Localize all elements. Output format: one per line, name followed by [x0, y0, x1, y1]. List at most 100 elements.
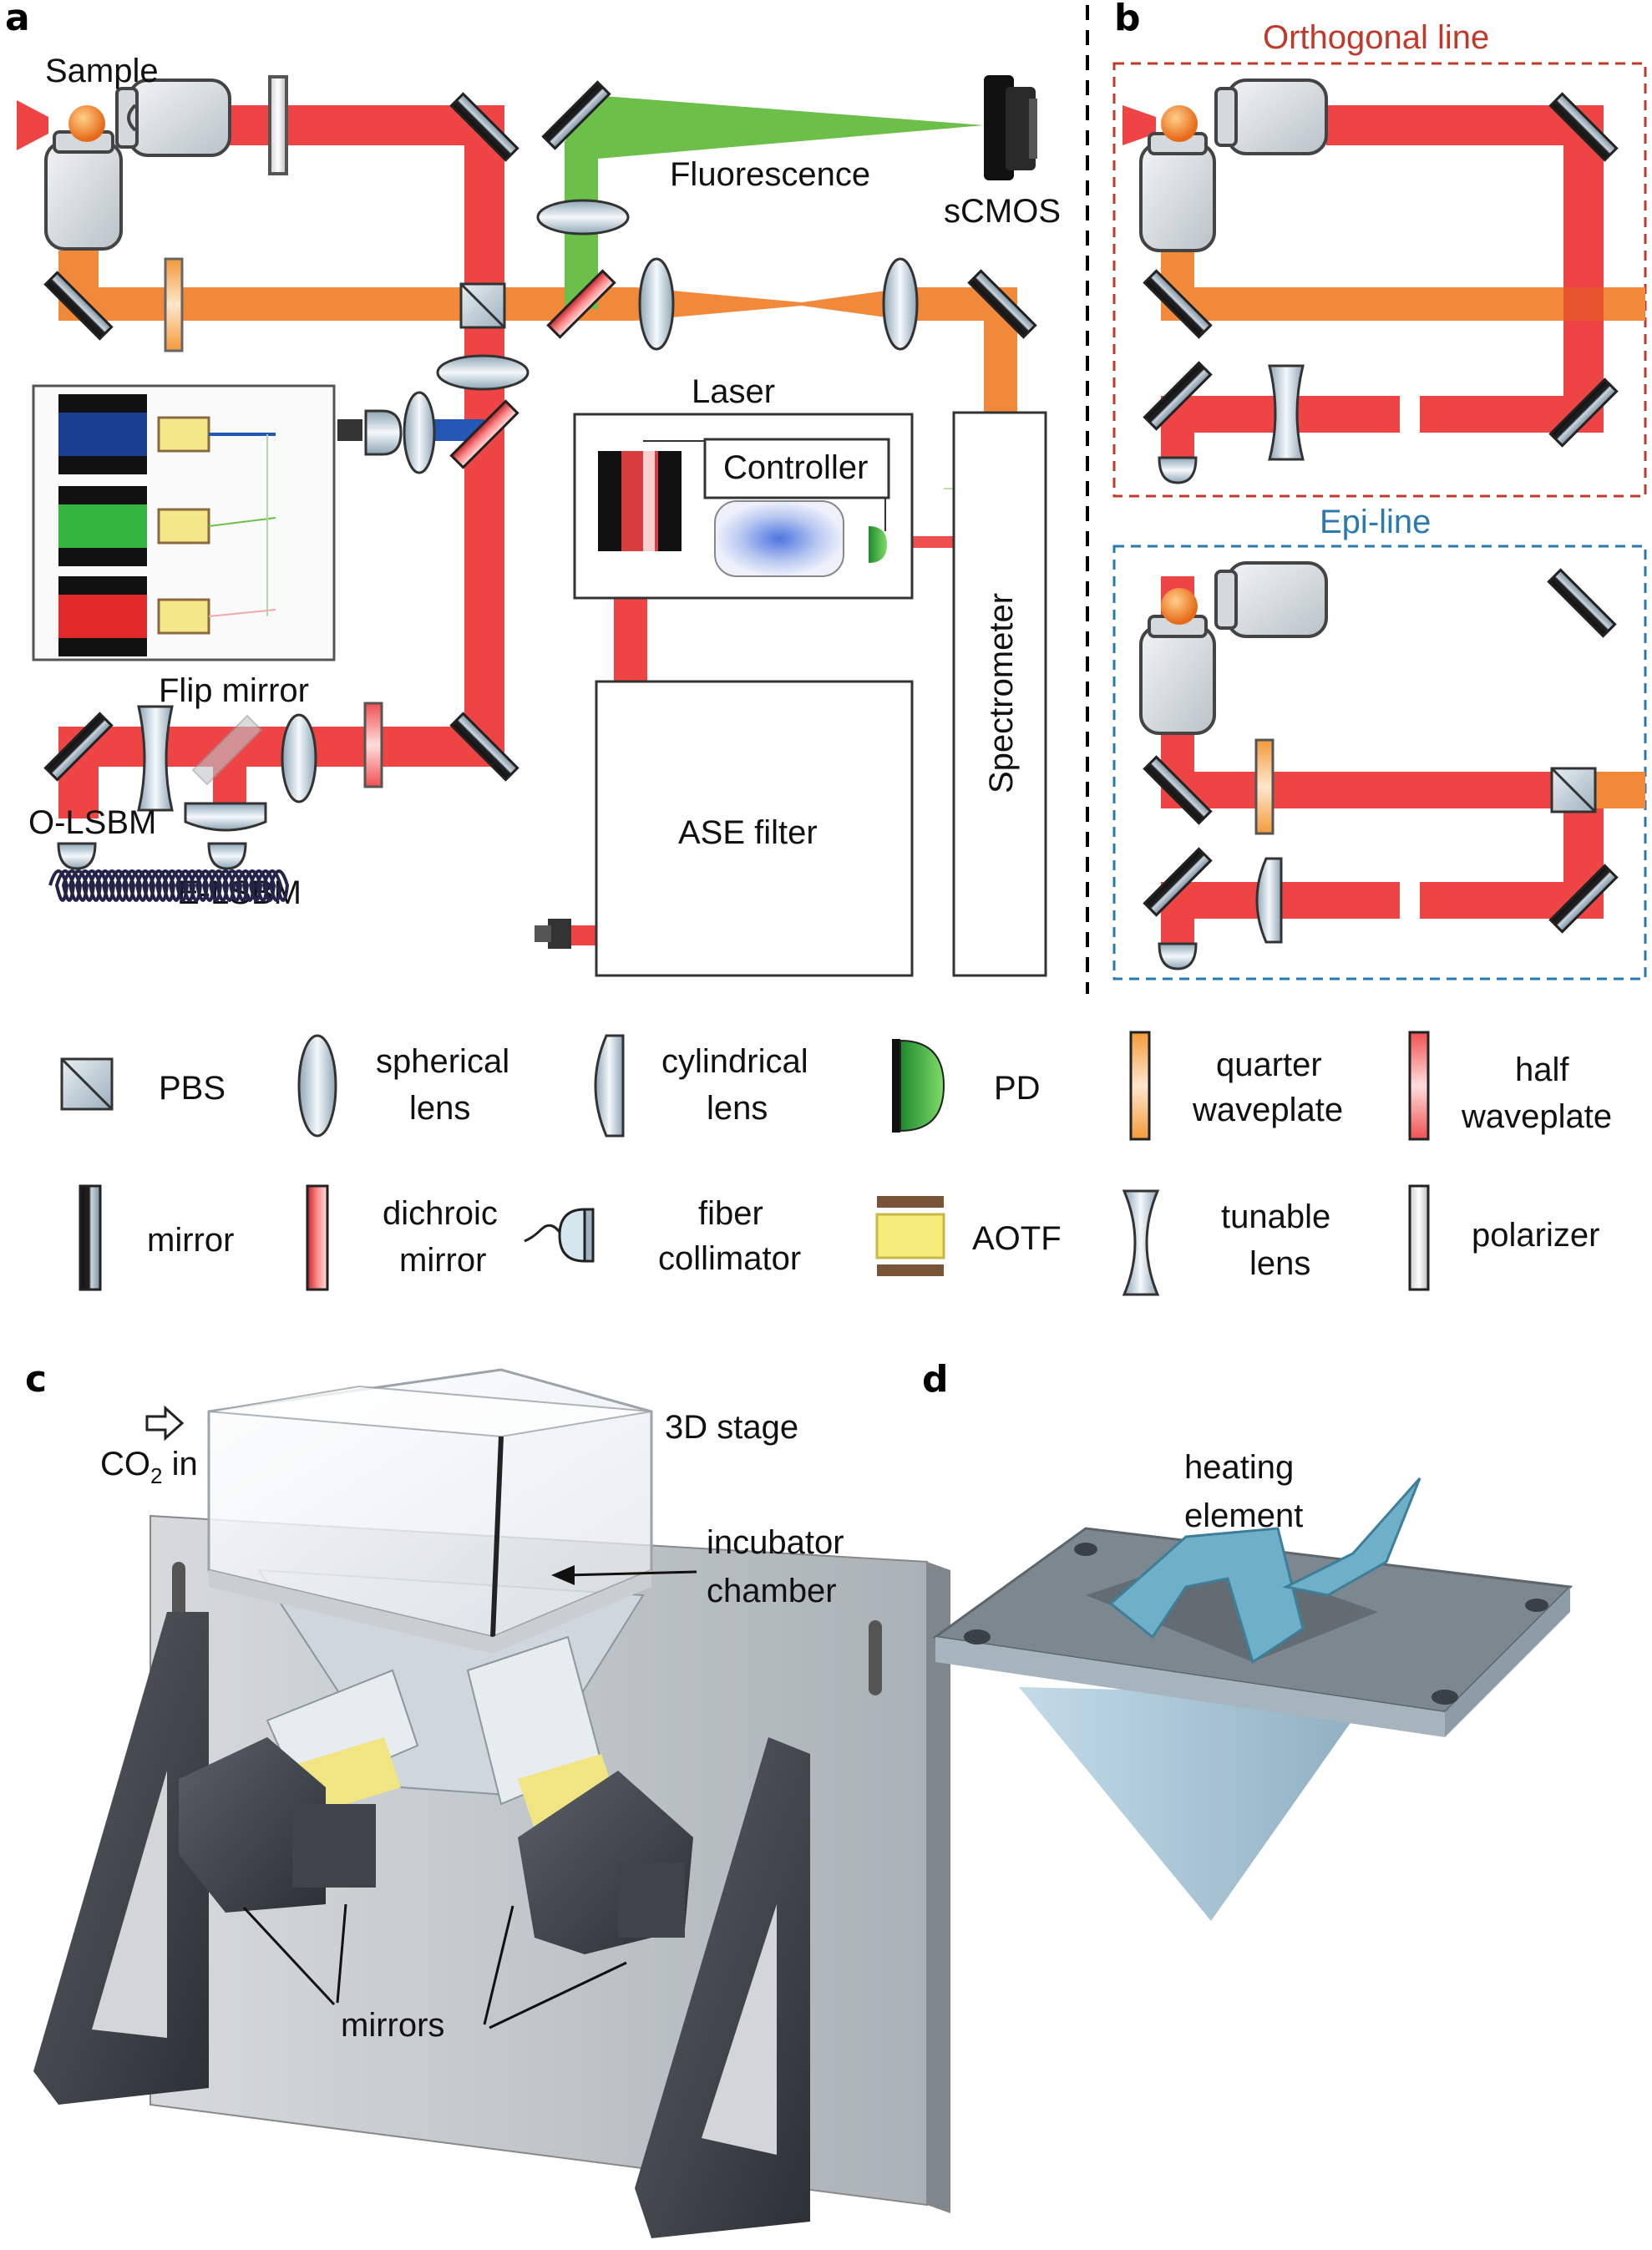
epi-line-box	[1112, 545, 1647, 981]
legend-polarizer-label: polarizer	[1472, 1217, 1599, 1254]
pd-icon	[892, 1039, 945, 1133]
legend-dichroic-1: dichroic	[383, 1195, 498, 1232]
spherical-lenses-b	[281, 257, 919, 803]
orthogonal-line-box	[1112, 62, 1647, 498]
controller-label: Controller	[723, 449, 868, 486]
laser-label: Laser	[692, 373, 775, 410]
sample-beam-focus	[17, 100, 48, 150]
legend-cylindrical-2: lens	[707, 1090, 768, 1127]
gain-medium-icon	[714, 500, 844, 577]
sample-label: Sample	[45, 53, 159, 89]
mirror-block-left	[179, 1737, 326, 1913]
legend-quarter-1: quarter	[1216, 1046, 1322, 1083]
legend-tunable-1: tunable	[1221, 1198, 1330, 1235]
legend-spherical-1: spherical	[376, 1043, 509, 1080]
incubator-label-2: chamber	[707, 1573, 837, 1609]
fiber-collimator-icon	[524, 1208, 595, 1263]
legend-fiber-2: collimator	[658, 1240, 801, 1277]
panel-c: c CO2	[25, 1358, 950, 2238]
half-waveplate-icon-a	[363, 702, 383, 788]
legend-spherical-2: lens	[409, 1090, 470, 1127]
heater-mount-holes	[964, 1543, 1548, 1705]
half-waveplate-icon	[1408, 1031, 1430, 1141]
stage-label: 3D stage	[665, 1409, 798, 1446]
dichroic-mirror-icon	[306, 1184, 329, 1291]
epi-pbs-cube	[1550, 767, 1597, 813]
spectrometer-label: Spectrometer	[983, 593, 1020, 793]
spherical-lenses-a	[436, 199, 630, 391]
spectrometer-box	[952, 411, 1047, 977]
panel-label-b: b	[1114, 0, 1141, 39]
laser-module-box	[32, 384, 336, 661]
panel-label-a: a	[5, 0, 30, 39]
spherical-lens-icon	[297, 1034, 337, 1138]
epi-red-beams	[1161, 576, 1604, 949]
flip-mirror-label: Flip mirror	[159, 672, 309, 709]
polarizer-icon	[268, 75, 288, 175]
ase-filter-label: ASE filter	[678, 814, 818, 851]
pbs-cube-a	[459, 282, 506, 329]
orthogonal-line-title: Orthogonal line	[1263, 19, 1489, 56]
orthogonal-collimator-icon	[1158, 456, 1198, 484]
panel-d: d heating element	[922, 1358, 1573, 1921]
panel-a: a	[5, 0, 1061, 977]
epi-quarter-waveplate-icon	[1254, 738, 1274, 835]
mirrors-label: mirrors	[341, 2007, 444, 2044]
epi-orange-beam	[1590, 772, 1645, 808]
incubator-label-1: incubator	[707, 1524, 844, 1561]
fiber-coil	[48, 869, 290, 902]
sample-objective-bottom	[44, 130, 123, 251]
epi-mirrors	[1143, 568, 1619, 934]
legend-aotf-label: AOTF	[972, 1220, 1062, 1257]
incubator-pointer	[565, 1570, 697, 1577]
orthogonal-objectives	[1139, 79, 1328, 252]
heating-element-icon	[1108, 1477, 1421, 1665]
legend: PBS spherical lens cylindrical lens PD q…	[60, 1031, 1612, 1296]
incubator-chamber	[207, 1368, 653, 1654]
quarter-waveplate-icon	[164, 257, 184, 352]
epi-objectives	[1139, 561, 1328, 735]
e-lsbm-collimator-icon	[207, 842, 247, 870]
epi-cylindrical-lens-icon	[1255, 857, 1283, 944]
legend-half-2: waveplate	[1461, 1098, 1612, 1135]
fiber-connector-icon	[548, 919, 571, 949]
ase-filter-box	[595, 680, 914, 977]
controller-box	[703, 438, 890, 499]
tunable-lens-icon	[1122, 1189, 1160, 1296]
legend-fiber-1: fiber	[698, 1195, 763, 1232]
co2-arrow-icon	[145, 1405, 185, 1442]
panel-label-d: d	[922, 1358, 949, 1401]
pd-icon-a	[869, 526, 887, 563]
epi-line-title: Epi-line	[1320, 504, 1431, 540]
pbs-icon	[60, 1057, 114, 1111]
aotf-icon	[875, 1196, 945, 1276]
cylindrical-lens-icon	[594, 1034, 625, 1138]
orthogonal-tunable-lens-icon	[1268, 364, 1305, 461]
heater-cone	[1019, 1687, 1370, 1921]
legend-cylindrical-1: cylindrical	[661, 1043, 808, 1080]
heating-label-2: element	[1184, 1497, 1303, 1534]
flip-mirror-icon	[191, 714, 263, 786]
legend-tunable-2: lens	[1249, 1245, 1310, 1282]
cylindrical-lens-icon-a	[184, 802, 267, 832]
o-lsbm-label: O-LSBM	[28, 804, 156, 841]
scmos-camera-icon	[984, 75, 1037, 180]
mirrors-pointers	[242, 1903, 627, 2030]
legend-mirror-label: mirror	[147, 1222, 234, 1259]
legend-pbs-label: PBS	[159, 1070, 226, 1107]
legend-dichroic-2: mirror	[399, 1242, 486, 1279]
blue-fiber-coupler	[337, 409, 403, 456]
legend-half-1: half	[1515, 1052, 1569, 1088]
orthogonal-mirrors	[1143, 92, 1619, 448]
mirror-icon	[79, 1184, 102, 1291]
tunable-lens-icon-a	[137, 705, 174, 812]
panel-b: b Orthogonal line Epi	[1112, 0, 1647, 981]
heating-label-1: heating	[1184, 1449, 1294, 1486]
co2-label: CO2 in	[100, 1446, 198, 1488]
legend-quarter-2: waveplate	[1192, 1092, 1343, 1128]
epi-collimator-icon	[1158, 942, 1198, 970]
sample-objective-top	[115, 79, 231, 157]
panel-label-c: c	[25, 1358, 47, 1401]
quarter-waveplate-icon	[1129, 1031, 1151, 1141]
